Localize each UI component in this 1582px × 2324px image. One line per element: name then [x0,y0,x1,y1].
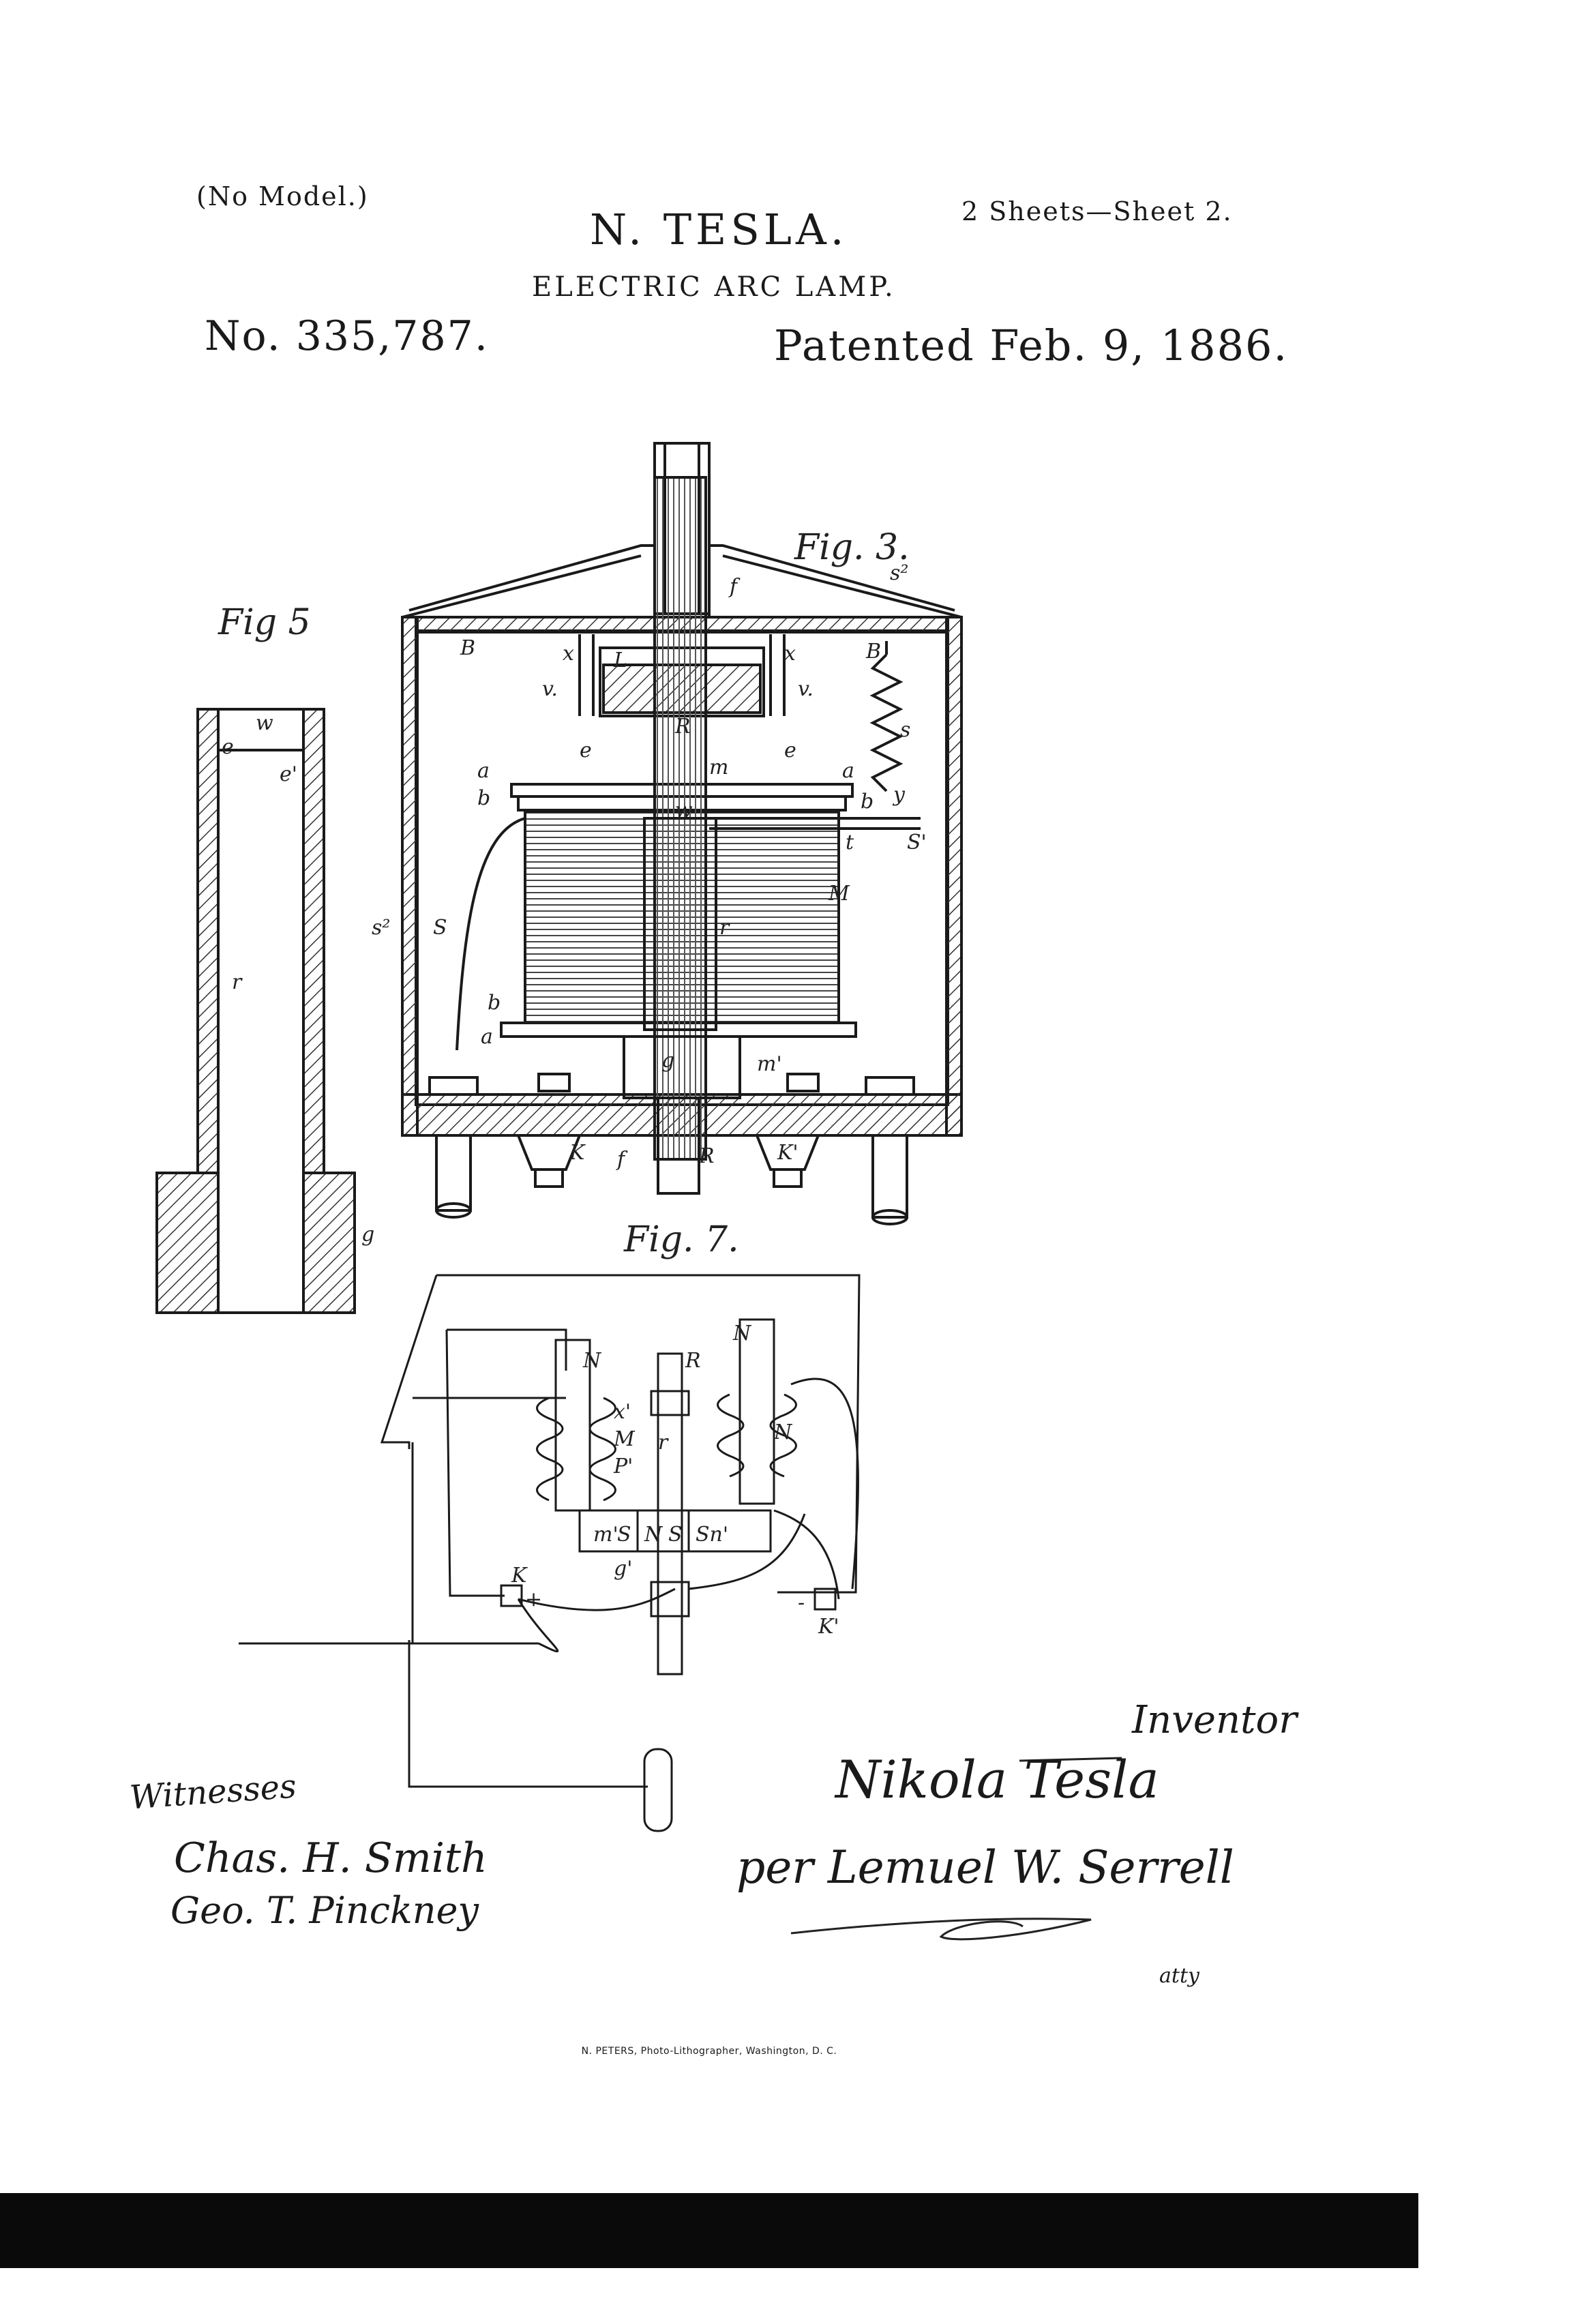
svg-text:r: r [658,1431,669,1455]
figure-5-labels: Fig 5 w e e' r g [218,602,374,1247]
svg-text:m': m' [757,1052,782,1076]
figure-5 [155,708,356,1314]
attorney-signature: per Lemuel W. Serrell [736,1841,1234,1894]
svg-text:g: g [661,1049,674,1073]
svg-text:t: t [846,831,854,854]
svg-text:b: b [477,786,490,810]
svg-text:K: K [511,1564,528,1588]
svg-text:a: a [842,759,854,783]
svg-text:b: b [861,790,874,814]
invention-title: ELECTRIC ARC LAMP. [532,271,896,303]
svg-text:+: + [525,1588,542,1611]
svg-text:f: f [616,1148,628,1172]
svg-text:g: g [361,1223,374,1247]
svg-text:a: a [481,1025,493,1049]
svg-text:e: e [784,739,796,762]
svg-text:f: f [728,575,741,599]
svg-text:s²: s² [372,916,390,940]
scan-edge-band [0,2193,1418,2268]
svg-text:N: N [582,1349,602,1373]
signature-flourish [790,1918,1092,1941]
svg-text:K': K' [818,1615,839,1639]
sheet-number: 2 Sheets—Sheet 2. [961,196,1233,226]
svg-text:N: N [773,1420,793,1444]
svg-text:B: B [460,636,475,660]
inventor-signature: Nikola Tesla [835,1749,1159,1810]
svg-text:R: R [698,1144,715,1168]
attorney-abbrev: atty [1159,1964,1199,1988]
figure-7 [239,1274,861,1832]
wire-s [456,817,526,1051]
spring [869,653,904,792]
svg-text:a: a [477,759,490,783]
core-N [738,1318,775,1505]
svg-text:e': e' [280,762,297,786]
svg-text:e: e [222,735,234,759]
svg-text:Sn': Sn' [696,1523,728,1547]
witness-signature-2: Geo. T. Pinckney [170,1889,479,1932]
svg-text:w: w [256,711,273,735]
svg-text:m': m' [593,1523,618,1547]
tube-r [643,817,717,1031]
fig5-label: Fig 5 [218,602,311,643]
svg-text:g': g' [614,1557,632,1581]
svg-text:x: x [563,642,574,666]
svg-text:K': K' [777,1141,799,1165]
svg-text:N: N [644,1523,663,1547]
svg-text:e: e [580,739,592,762]
svg-text:R: R [685,1349,701,1373]
svg-text:r: r [232,970,243,994]
svg-text:B: B [865,640,881,664]
svg-text:R: R [674,715,691,739]
figure-3 [401,442,963,1225]
svg-text:x: x [784,642,796,666]
lithographer-credit: N. PETERS, Photo-Lithographer, Washingto… [581,2046,837,2057]
svg-text:M: M [828,882,850,906]
pole-blocks [578,1509,772,1553]
svg-text:S: S [433,916,447,940]
svg-text:s: s [900,718,910,742]
svg-text:m: m [709,756,728,779]
lower-rod [657,1097,700,1195]
core-M [554,1339,591,1512]
svg-text:w: w [675,799,693,822]
signature-underline [1019,1757,1122,1762]
svg-text:M: M [613,1427,636,1451]
svg-text:v.: v. [542,677,558,701]
fig7-wiring [436,1274,861,1594]
patent-date: Patented Feb. 9, 1886. [774,321,1289,370]
svg-text:P': P' [613,1455,633,1478]
svg-text:x': x' [614,1400,631,1424]
inventor-label: Inventor [1132,1698,1298,1742]
no-model-note: (No Model.) [196,181,369,211]
svg-text:K: K [569,1141,586,1165]
svg-text:N: N [732,1322,752,1345]
svg-text:y: y [892,783,906,807]
figure-7-labels: Fig. 7. N N N R x' M P' r m' S N S Sn' g… [511,1219,839,1639]
witness-signature-1: Chas. H. Smith [174,1834,488,1882]
svg-text:S': S' [907,831,927,854]
inventor-name: N. TESLA. [590,205,848,254]
figure-3-labels: Fig. 3. B B x x L v. v. R e e m a a b b … [372,527,927,1172]
svg-text:s²: s² [890,561,908,585]
svg-text:L: L [613,649,627,672]
svg-text:r: r [719,916,730,940]
svg-text:v.: v. [798,677,814,701]
svg-text:S: S [617,1523,631,1547]
fig7-lower-carbon [643,1748,673,1832]
fig7-label: Fig. 7. [623,1219,739,1260]
fig3-label: Fig. 3. [794,527,910,568]
fig7-rod [657,1352,683,1675]
svg-text:b: b [488,991,501,1015]
svg-text:S: S [668,1523,683,1547]
svg-text:-: - [798,1591,805,1615]
patent-number: No. 335,787. [205,312,489,360]
